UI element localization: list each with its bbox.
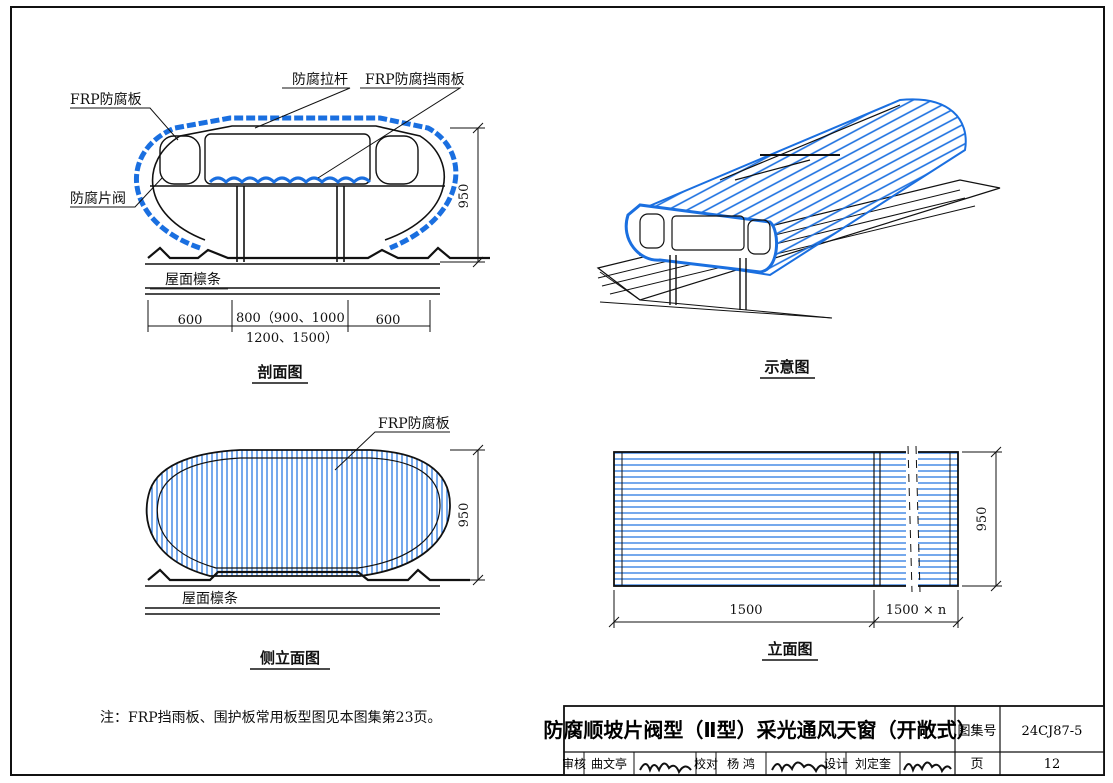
design-name: 刘定奎 <box>855 756 891 771</box>
note-text: 注：FRP挡雨板、围护板常用板型图见本图集第23页。 <box>100 709 442 726</box>
review-name: 曲文亭 <box>591 756 627 771</box>
label-tie-rod: 防腐拉杆 <box>292 71 348 88</box>
dim-left-width: 600 <box>178 313 203 328</box>
schematic-view <box>596 98 1001 319</box>
dim-mid-width-1: 800（900、1000 <box>236 311 345 326</box>
label-frp-rain-baffle: FRP防腐挡雨板 <box>365 71 465 88</box>
dim-section-height: 950 <box>457 184 472 209</box>
view-title-front: 立面图 <box>767 640 812 658</box>
view-title-schematic: 示意图 <box>764 358 809 376</box>
label-purlin-side: 屋面檩条 <box>182 590 238 607</box>
label-louver: 防腐片阀 <box>70 190 126 207</box>
check-label: 校对 <box>694 756 718 771</box>
front-view <box>608 445 1002 628</box>
dim-front-width: 1500 <box>729 603 762 618</box>
label-frp-panel-side: FRP防腐板 <box>378 415 450 432</box>
page-value: 12 <box>1044 757 1061 772</box>
signature-review <box>639 762 692 775</box>
design-label: 设计 <box>824 757 848 771</box>
signature-design <box>903 761 952 774</box>
dim-mid-width-2: 1200、1500） <box>246 331 338 346</box>
dim-front-repeat: 1500 × n <box>886 603 947 618</box>
atlas-value: 24CJ87-5 <box>1022 724 1083 739</box>
atlas-label: 图集号 <box>957 723 996 739</box>
check-name: 杨 鸿 <box>727 756 755 771</box>
dim-side-height: 950 <box>457 503 472 528</box>
label-purlin: 屋面檩条 <box>165 271 221 288</box>
drawing-title: 防腐顺坡片阀型（Ⅱ型）采光通风天窗（开敞式） <box>543 718 976 742</box>
view-title-section: 剖面图 <box>257 363 302 381</box>
signature-check <box>771 761 827 774</box>
view-title-side: 侧立面图 <box>260 649 320 667</box>
dim-front-height: 950 <box>975 507 990 532</box>
side-view <box>145 431 485 615</box>
review-label: 审核 <box>562 756 586 771</box>
page-label: 页 <box>970 757 983 772</box>
title-block <box>563 705 1105 776</box>
label-frp-panel: FRP防腐板 <box>70 91 142 108</box>
section-view <box>70 87 490 332</box>
dim-right-width: 600 <box>376 313 401 328</box>
sheet-border <box>10 6 1105 776</box>
